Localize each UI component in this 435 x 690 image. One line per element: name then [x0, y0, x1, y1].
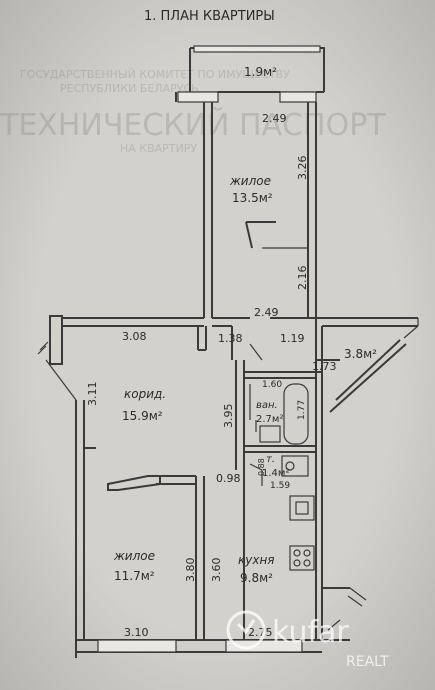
kitchen-name: кухня [238, 553, 275, 567]
dim-1-59: 1.59 [270, 481, 290, 491]
dim-3-60: 3.60 [210, 558, 223, 583]
living1-area: 13.5м² [232, 191, 273, 205]
bg-text-3: ТЕХНИЧЕСКИЙ ПАСПОРТ [0, 107, 386, 143]
corridor-name: корид. [124, 387, 166, 401]
kitchen-area: 9.8м² [240, 571, 273, 585]
bg-text-2: РЕСПУБЛИКИ БЕЛАРУСЬ [60, 82, 199, 95]
dim-2-49-top: 2.49 [262, 112, 287, 125]
dim-1-60: 1.60 [262, 380, 282, 390]
dim-0-98: 0.98 [216, 472, 241, 485]
page-title: 1. ПЛАН КВАРТИРЫ [144, 9, 275, 24]
dim-1-73: 1.73 [312, 360, 337, 373]
toilet-icon [281, 455, 309, 477]
wc-area: 1.4м² [262, 468, 289, 479]
watermark-sub: REALT [346, 654, 389, 670]
stove-icon [289, 545, 315, 571]
dim-2-49-mid: 2.49 [254, 306, 279, 319]
dim-3-26: 3.26 [296, 156, 309, 181]
bath-name: ван. [256, 400, 278, 411]
dim-3-95: 3.95 [222, 404, 235, 429]
sink-icon [259, 425, 281, 443]
dim-0-88: 0.88 [257, 458, 266, 476]
kitchen-sink-icon [289, 495, 315, 521]
living2-name: жилое [113, 549, 155, 563]
balcony-area: 1.9м² [244, 65, 277, 79]
wc-name: т. [266, 454, 275, 465]
dim-3-10: 3.10 [124, 626, 149, 639]
room-labels: 1.9м² жилое 13.5м² корид. 15.9м² ван. 2.… [113, 65, 377, 585]
bg-text-4: НА КВАРТИРУ [120, 142, 197, 155]
living1-name: жилое [229, 174, 271, 188]
corridor-area: 15.9м² [122, 409, 163, 423]
loggia-area: 3.8м² [344, 347, 377, 361]
dim-3-08: 3.08 [122, 330, 147, 343]
dimensions: 2.49 3.26 2.16 2.49 3.08 1.38 1.19 1.73 … [86, 112, 337, 639]
watermark-brand: kufar [272, 615, 349, 650]
bath-area: 2.7м² [256, 414, 283, 425]
dim-1-77: 1.77 [297, 400, 307, 420]
dim-1-38: 1.38 [218, 332, 243, 345]
kufar-logo-icon [226, 610, 266, 650]
walls [37, 45, 419, 658]
dim-1-19: 1.19 [280, 332, 305, 345]
fixtures [249, 383, 315, 571]
dim-3-80: 3.80 [184, 558, 197, 583]
living2-area: 11.7м² [114, 569, 155, 583]
bg-text-1: ГОСУДАРСТВЕННЫЙ КОМИТЕТ ПО ИМУЩЕСТВУ [20, 68, 290, 81]
watermark: kufar REALT [226, 610, 389, 670]
dim-3-11: 3.11 [86, 382, 99, 407]
dim-2-16: 2.16 [296, 266, 309, 291]
bathtub-icon [283, 383, 309, 445]
dim-2-75: 2.75 [248, 626, 273, 639]
